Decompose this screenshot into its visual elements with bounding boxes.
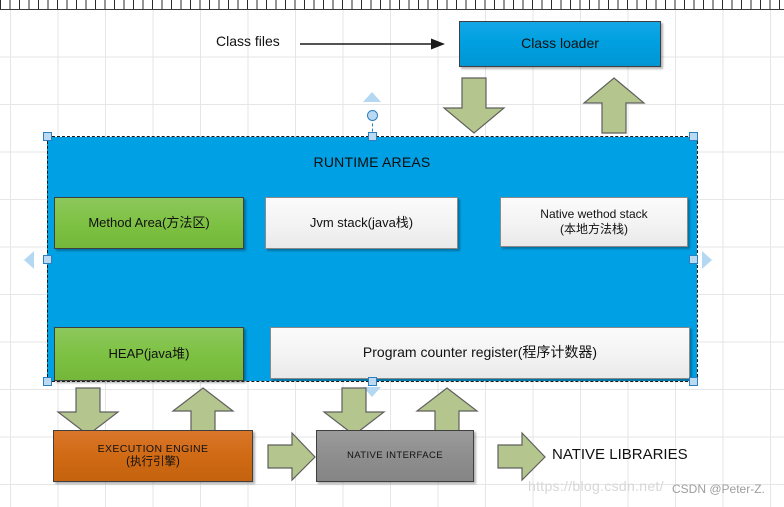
arrow-down-runtime-to-execution-engine [56,387,120,436]
arrow-left-direction-handle[interactable] [24,251,34,269]
arrow-down-direction-handle[interactable] [363,387,381,397]
heap-label: HEAP(java堆) [108,346,190,362]
native-libraries-label-box: NATIVE LIBRARIES [552,440,742,470]
program-counter-register-box[interactable]: Program counter register(程序计数器) [270,327,690,379]
resize-handle-bottom-right[interactable] [689,377,698,386]
native-interface-box[interactable]: NATIVE INTERFACE [316,430,474,482]
resize-handle-top-center[interactable] [368,132,377,141]
watermark-url: https://blog.csdn.net/ [528,478,664,494]
arrow-right-execution-engine-to-native-interface [267,431,316,482]
arrow-up-execution-engine-to-runtime [171,387,235,436]
resize-handle-top-left[interactable] [43,132,52,141]
execution-engine-box[interactable]: EXECUTION ENGINE (执行引擎) [53,430,253,482]
jvm-stack-box[interactable]: Jvm stack(java栈) [265,197,458,249]
execution-engine-label-line2: (执行引擎) [126,456,180,469]
arrow-right-direction-handle[interactable] [702,251,712,269]
arrow-down-runtime-to-native-interface [322,387,386,436]
native-libraries-label: NATIVE LIBRARIES [552,445,688,463]
resize-handle-middle-left[interactable] [43,255,52,264]
native-method-stack-box[interactable]: Native wethod stack (本地方法栈) [500,197,688,247]
native-method-stack-label-line1: Native wethod stack [540,207,648,222]
program-counter-register-label: Program counter register(程序计数器) [362,344,598,361]
method-area-box[interactable]: Method Area(方法区) [54,197,244,249]
arrow-down-classloader-to-runtime [442,77,506,134]
horizontal-ruler [0,0,784,10]
rotate-handle-stem [372,118,373,137]
jvm-stack-label: Jvm stack(java栈) [309,215,414,231]
arrow-right-native-interface-to-native-libraries [497,431,546,482]
runtime-areas-title: RUNTIME AREAS [313,154,431,170]
native-method-stack-label-line2: (本地方法栈) [559,222,628,236]
ruler-ticks [0,0,784,9]
native-interface-label: NATIVE INTERFACE [347,450,443,462]
resize-handle-top-right[interactable] [689,132,698,141]
resize-handle-middle-right[interactable] [689,255,698,264]
resize-handle-bottom-center[interactable] [368,377,377,386]
arrow-up-direction-handle[interactable] [363,92,381,102]
arrow-up-native-interface-to-runtime [415,387,479,436]
arrow-right-icon [300,36,445,52]
rotate-handle[interactable] [367,110,378,121]
method-area-label: Method Area(方法区) [88,215,210,231]
watermark-credit: CSDN @Peter-Z. [672,482,765,496]
arrow-up-runtime-to-classloader [582,77,646,134]
heap-box[interactable]: HEAP(java堆) [54,327,244,381]
execution-engine-label-line1: EXECUTION ENGINE [97,442,209,455]
resize-handle-bottom-left[interactable] [43,377,52,386]
class-loader-box[interactable]: Class loader [459,21,661,67]
class-loader-label: Class loader [521,35,599,52]
class-files-label: Class files [216,33,280,49]
